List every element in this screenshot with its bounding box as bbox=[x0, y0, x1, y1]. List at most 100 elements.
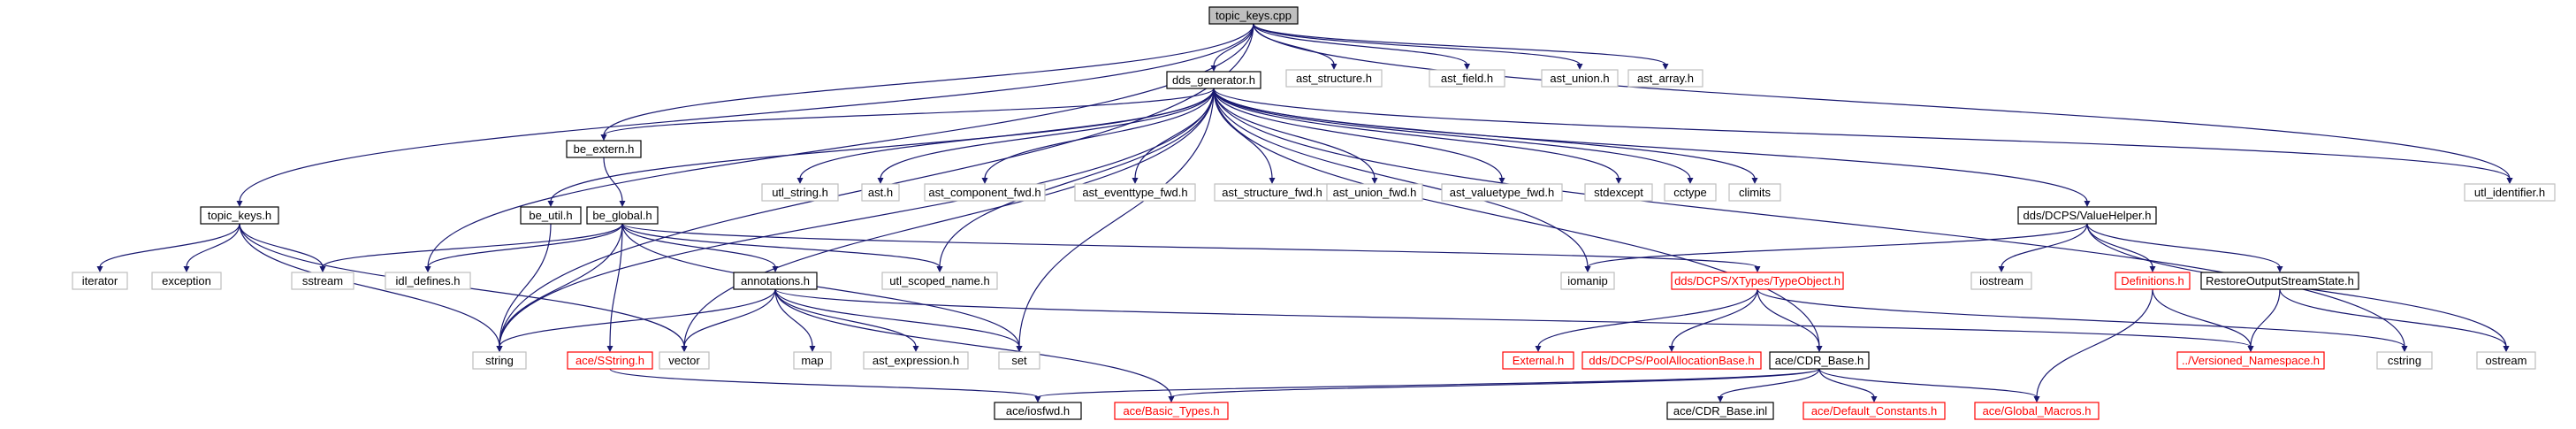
node-box bbox=[151, 272, 222, 290]
arrowhead-dds_dcps_xtypes_typeobject_h-to-cstring bbox=[2401, 346, 2408, 352]
node-ast-component-fwd-h: ast_component_fwd.h bbox=[924, 183, 1046, 202]
node-be-global-h[interactable]: be_global.h bbox=[586, 206, 659, 225]
node-annotations-h[interactable]: annotations.h bbox=[733, 272, 818, 290]
node-dds-dcps-poolallocationbase-h[interactable]: dds/DCPS/PoolAllocationBase.h bbox=[1581, 351, 1762, 370]
node-box bbox=[586, 206, 659, 225]
node-box bbox=[1664, 183, 1717, 202]
node-label: map bbox=[801, 354, 823, 367]
node-label: ast_component_fwd.h bbox=[928, 186, 1040, 199]
arrowhead-dds_dcps_valuehelper_h-to-definitions_h bbox=[2149, 266, 2156, 272]
arrowhead-be_extern_h-to-be_global_h bbox=[619, 201, 626, 207]
node-iterator: iterator bbox=[72, 272, 128, 290]
node-label: be_util.h bbox=[529, 209, 572, 222]
edge-topic_keys_h-to-string bbox=[239, 223, 500, 348]
node-versioned-namespace-h[interactable]: ../Versioned_Namespace.h bbox=[2176, 351, 2325, 370]
node-idl-defines-h: idl_defines.h bbox=[385, 272, 471, 290]
edge-be_global_h-to-annotations_h bbox=[621, 223, 776, 268]
edge-topic_keys_h-to-exception bbox=[186, 223, 240, 268]
arrowhead-be_global_h-to-sstream bbox=[319, 266, 326, 272]
node-ace-cdr-base-h[interactable]: ace/CDR_Base.h bbox=[1769, 351, 1870, 370]
node-cstring: cstring bbox=[2376, 351, 2433, 370]
edge-dds_generator_h-to-cctype bbox=[1213, 88, 1691, 180]
node-ace-basic-types-h[interactable]: ace/Basic_Types.h bbox=[1114, 402, 1229, 420]
node-label: exception bbox=[162, 274, 211, 287]
edge-dds_generator_h-to-dds_dcps_valuehelper_h bbox=[1213, 88, 2088, 203]
edge-dds_dcps_xtypes_typeobject_h-to-cstring bbox=[1757, 288, 2405, 348]
edge-definitions_h-to-versioned_namespace_h bbox=[2152, 288, 2252, 348]
node-label: utl_string.h bbox=[772, 186, 828, 199]
node-label: topic_keys.cpp bbox=[1216, 9, 1292, 22]
node-ast-valuetype-fwd-h: ast_valuetype_fwd.h bbox=[1441, 183, 1563, 202]
edge-ace_cdr_base_h-to-ace_basic_types_h bbox=[1170, 368, 1820, 398]
node-ast-eventtype-fwd-h: ast_eventtype_fwd.h bbox=[1074, 183, 1196, 202]
arrowhead-restoreoutputstreamstate_h-to-versioned_namespace_h bbox=[2247, 346, 2254, 352]
arrowhead-dds_generator_h-to-dds_dcps_valuehelper_h bbox=[2084, 201, 2091, 207]
node-topic-keys-cpp: topic_keys.cpp bbox=[1208, 6, 1299, 25]
node-restoreoutputstreamstate-h[interactable]: RestoreOutputStreamState.h bbox=[2200, 272, 2359, 290]
node-box bbox=[659, 351, 710, 370]
node-ace-sstring-h[interactable]: ace/SString.h bbox=[567, 351, 653, 370]
edge-dds_dcps_xtypes_typeobject_h-to-external_h bbox=[1537, 288, 1758, 348]
edge-ace_cdr_base_h-to-ace_iosfwd_h bbox=[1037, 368, 1820, 398]
node-label: ostream bbox=[2486, 354, 2527, 367]
edge-dds_generator_h-to-ast_union_fwd_h bbox=[1213, 88, 1376, 180]
arrowhead-dds_generator_h-to-ast_h bbox=[877, 178, 884, 184]
node-label: ../Versioned_Namespace.h bbox=[2182, 354, 2320, 367]
arrowhead-topic_keys_h-to-exception bbox=[183, 266, 190, 272]
node-ace-default-constants-h[interactable]: ace/Default_Constants.h bbox=[1802, 402, 1946, 420]
node-box bbox=[1208, 6, 1299, 25]
edge-topic_keys_cpp-to-ast_array_h bbox=[1253, 23, 1666, 65]
edge-annotations_h-to-ast_expression_h bbox=[774, 288, 917, 348]
edge-dds_generator_h-to-climits bbox=[1213, 88, 1756, 180]
arrowhead-dds_generator_h-to-cctype bbox=[1687, 178, 1694, 184]
node-definitions-h[interactable]: Definitions.h bbox=[2115, 272, 2191, 290]
edge-definitions_h-to-ace_global_macros_h bbox=[2036, 288, 2153, 398]
arrowhead-be_global_h-to-dds_dcps_xtypes_typeobject_h bbox=[1754, 266, 1761, 272]
edge-dds_generator_h-to-utl_scoped_name_h bbox=[939, 88, 1215, 268]
node-box bbox=[924, 183, 1046, 202]
arrowhead-ace_cdr_base_h-to-ace_iosfwd_h bbox=[1034, 396, 1041, 402]
node-label: ace/SString.h bbox=[575, 354, 644, 367]
arrowhead-dds_generator_h-to-ast_component_fwd_h bbox=[981, 178, 988, 184]
node-label: iostream bbox=[1979, 274, 2023, 287]
arrowhead-annotations_h-to-string bbox=[496, 346, 503, 352]
node-be-extern-h[interactable]: be_extern.h bbox=[566, 140, 642, 158]
node-box bbox=[1627, 69, 1703, 88]
node-box bbox=[566, 140, 642, 158]
arrowhead-dds_dcps_xtypes_typeobject_h-to-external_h bbox=[1535, 346, 1542, 352]
node-ace-iosfwd-h[interactable]: ace/iosfwd.h bbox=[994, 402, 1082, 420]
node-label: set bbox=[1011, 354, 1027, 367]
node-topic-keys-h[interactable]: topic_keys.h bbox=[200, 206, 279, 225]
node-label: ast_eventtype_fwd.h bbox=[1082, 186, 1187, 199]
node-label: External.h bbox=[1513, 354, 1565, 367]
node-be-util-h[interactable]: be_util.h bbox=[520, 206, 582, 225]
node-label: ace/Basic_Types.h bbox=[1123, 404, 1219, 418]
node-box bbox=[2115, 272, 2191, 290]
node-cctype: cctype bbox=[1664, 183, 1717, 202]
arrowhead-topic_keys_cpp-to-ast_field_h bbox=[1464, 64, 1470, 70]
node-box bbox=[1502, 351, 1574, 370]
node-box bbox=[72, 272, 128, 290]
node-box bbox=[1802, 402, 1946, 420]
arrowhead-topic_keys_cpp-to-ast_array_h bbox=[1662, 64, 1669, 70]
node-label: ast_union_fwd.h bbox=[1333, 186, 1417, 199]
node-ast-h: ast.h bbox=[861, 183, 900, 202]
arrowhead-annotations_h-to-vector bbox=[681, 346, 688, 352]
node-ace-global-macros-h[interactable]: ace/Global_Macros.h bbox=[1974, 402, 2100, 420]
node-label: stdexcept bbox=[1594, 186, 1643, 199]
node-dds-dcps-valuehelper-h[interactable]: dds/DCPS/ValueHelper.h bbox=[2017, 206, 2157, 225]
edge-restoreoutputstreamstate_h-to-versioned_namespace_h bbox=[2250, 288, 2281, 348]
node-dds-dcps-xtypes-typeobject-h[interactable]: dds/DCPS/XTypes/TypeObject.h bbox=[1671, 272, 1844, 290]
node-external-h[interactable]: External.h bbox=[1502, 351, 1574, 370]
node-label: sstream bbox=[302, 274, 343, 287]
edge-be_global_h-to-ace_sstring_h bbox=[609, 223, 623, 348]
node-ace-cdr-base-inl[interactable]: ace/CDR_Base.inl bbox=[1666, 402, 1774, 420]
node-label: ast_union.h bbox=[1550, 72, 1609, 85]
node-dds-generator-h[interactable]: dds_generator.h bbox=[1166, 71, 1261, 89]
arrowhead-dds_dcps_xtypes_typeobject_h-to-dds_dcps_poolallocationbase_h bbox=[1668, 346, 1675, 352]
node-box bbox=[2476, 351, 2536, 370]
node-label: climits bbox=[1739, 186, 1772, 199]
node-box bbox=[1114, 402, 1229, 420]
node-label: utl_identifier.h bbox=[2474, 186, 2545, 199]
